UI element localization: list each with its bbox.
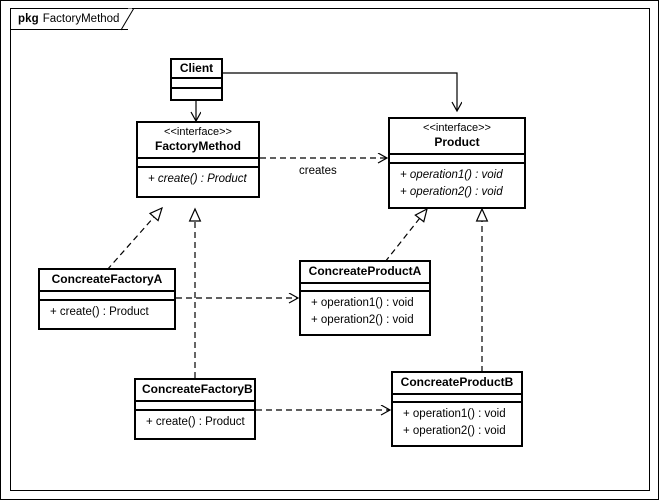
class-name-product: Product [434,135,480,149]
class-operations-factorymethod: + create() : Product [138,168,258,196]
class-header-client: Client [172,60,221,79]
class-operations-concreateproductb: + operation1() : void + operation2() : v… [393,403,521,445]
class-operations-client [172,89,221,99]
operation-create: + create() : Product [50,306,149,318]
class-header-concreatefactorya: ConcreateFactoryA [40,270,174,292]
class-box-concreatefactorya[interactable]: ConcreateFactoryA + create() : Product [38,268,176,330]
class-operations-concreatefactorya: + create() : Product [40,301,174,328]
class-name-client: Client [179,61,214,75]
class-stereotype-product: <<interface>> [423,122,491,134]
operation-operation2: + operation2() : void [311,314,414,326]
operation-operation1: + operation1() : void [403,408,506,420]
class-header-concreateproductb: ConcreateProductB [393,373,521,395]
operation-create: + create() : Product [148,173,247,185]
class-name-concreateproducta: ConcreateProductA [308,264,422,278]
operation-create: + create() : Product [146,416,245,428]
class-operations-concreateproducta: + operation1() : void + operation2() : v… [301,292,429,334]
class-box-client[interactable]: Client [170,58,223,101]
edge-label-creates: creates [299,165,337,177]
class-header-concreatefactoryb: ConcreateFactoryB [136,380,254,402]
class-box-product[interactable]: <<interface>> Product + operation1() : v… [388,117,526,209]
class-box-factorymethod[interactable]: <<interface>> FactoryMethod + create() :… [136,121,260,198]
package-frame [10,8,650,491]
class-stereotype-factorymethod: <<interface>> [164,126,232,138]
class-operations-concreatefactoryb: + create() : Product [136,411,254,438]
class-attributes-concreatefactoryb [136,402,254,411]
package-tab-slant [121,8,135,31]
class-attributes-product [390,155,524,164]
class-attributes-concreateproductb [393,395,521,403]
operation-operation1: + operation1() : void [311,297,414,309]
package-frame-top-edge [132,8,650,9]
package-keyword: pkg [18,13,39,25]
class-box-concreatefactoryb[interactable]: ConcreateFactoryB + create() : Product [134,378,256,440]
class-box-concreateproductb[interactable]: ConcreateProductB + operation1() : void … [391,371,523,447]
class-name-concreatefactorya: ConcreateFactoryA [51,272,163,286]
class-header-concreateproducta: ConcreateProductA [301,262,429,284]
class-header-product: <<interface>> Product [390,119,524,155]
class-attributes-concreatefactorya [40,292,174,301]
operation-operation2: + operation2() : void [400,186,503,198]
class-attributes-factorymethod [138,159,258,168]
class-header-factorymethod: <<interface>> FactoryMethod [138,123,258,159]
class-name-concreateproductb: ConcreateProductB [400,375,514,389]
class-box-concreateproducta[interactable]: ConcreateProductA + operation1() : void … [299,260,431,336]
operation-operation1: + operation1() : void [400,169,503,181]
operation-operation2: + operation2() : void [403,425,506,437]
package-header-tab: pkg FactoryMethod [10,8,128,30]
class-name-concreatefactoryb: ConcreateFactoryB [142,382,253,396]
class-attributes-concreateproducta [301,284,429,292]
package-name: FactoryMethod [42,13,120,25]
class-operations-product: + operation1() : void + operation2() : v… [390,164,524,207]
class-name-factorymethod: FactoryMethod [154,139,241,153]
class-attributes-client [172,79,221,89]
